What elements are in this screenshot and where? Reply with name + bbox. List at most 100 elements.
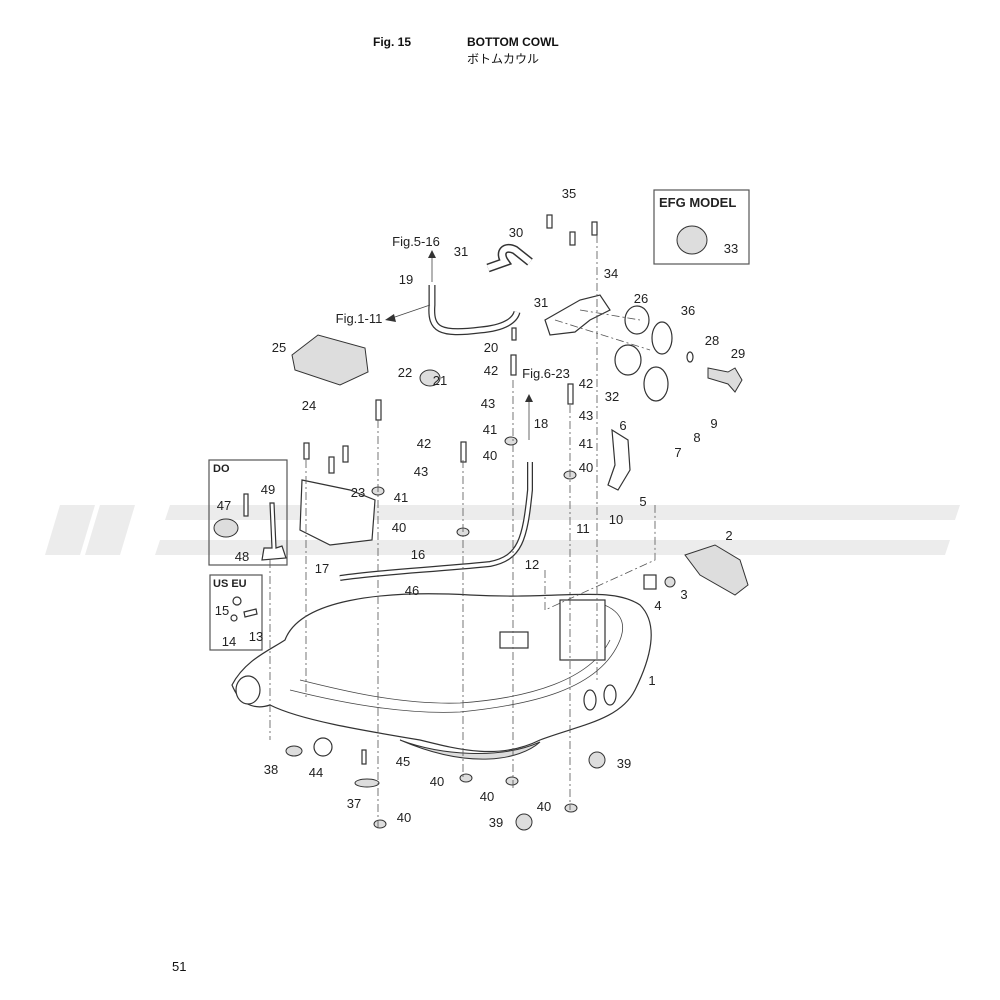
part-callout-label: 43 — [579, 408, 593, 423]
page-number: 51 — [172, 959, 187, 974]
part-callout-label: 39 — [617, 756, 631, 771]
part-callout-label: 40 — [397, 810, 411, 825]
part-callout-label: 36 — [681, 303, 695, 318]
part-callout-label: 47 — [217, 498, 231, 513]
part-callout-label: 49 — [261, 482, 275, 497]
part-callout-label: 12 — [525, 557, 539, 572]
part-44 — [313, 737, 333, 757]
part-callout-label: 41 — [483, 422, 497, 437]
efg-model-label: EFG MODEL — [659, 195, 736, 210]
part-callout-label: 14 — [222, 634, 236, 649]
part-callout-label: 7 — [674, 445, 681, 460]
part-callout-label: 26 — [634, 291, 648, 306]
part-callout-label: 2 — [725, 528, 732, 543]
part-callout-label: 40 — [392, 520, 406, 535]
part-callout-label: 23 — [351, 485, 365, 500]
part-callout-label: 41 — [579, 436, 593, 451]
part-33-cap — [676, 225, 708, 255]
watermark-logo — [45, 505, 960, 555]
part-callout-label: 43 — [481, 396, 495, 411]
efg-model-inset: EFG MODEL — [653, 189, 750, 265]
part-callout-label: 34 — [604, 266, 618, 281]
part-callout-label: 5 — [639, 494, 646, 509]
part-callout-label: 13 — [249, 629, 263, 644]
do-inset: DO — [208, 459, 288, 566]
part-callout-label: 33 — [724, 241, 738, 256]
part-callout-label: 20 — [484, 340, 498, 355]
part-callout-label: 29 — [731, 346, 745, 361]
part-49-bolt — [243, 493, 249, 517]
figure-reference-label: Fig.5-16 — [392, 234, 440, 249]
part-36-ring — [651, 321, 673, 355]
part-callout-label: 43 — [414, 464, 428, 479]
part-callout-label: 40 — [480, 789, 494, 804]
part-callout-label: 40 — [537, 799, 551, 814]
figure-number: Fig. 15 — [373, 35, 412, 49]
part-callout-label: 25 — [272, 340, 286, 355]
part-callout-label: 19 — [399, 272, 413, 287]
us-eu-inset: US EU — [209, 574, 263, 651]
part-callout-label: 30 — [509, 225, 523, 240]
part-39 — [588, 751, 606, 769]
part-callout-label: 42 — [417, 436, 431, 451]
part-callout-label: 45 — [396, 754, 410, 769]
figure-reference-label: Fig.6-23 — [522, 366, 570, 381]
part-callout-label: 4 — [654, 598, 661, 613]
reference-arrows — [385, 250, 533, 440]
figure-title: BOTTOM COWL — [467, 35, 559, 49]
part-48 — [261, 502, 287, 561]
part-callout-label: 10 — [609, 512, 623, 527]
part-callout-label: 37 — [347, 796, 361, 811]
part-callout-label: 1 — [648, 673, 655, 688]
part-6-bracket — [607, 428, 631, 491]
part-32 — [614, 344, 642, 376]
part-callout-label: 21 — [433, 373, 447, 388]
part-47 — [213, 518, 239, 538]
part-callout-label: 16 — [411, 547, 425, 562]
part-callout-label: 24 — [302, 398, 316, 413]
part-callout-label: 11 — [576, 521, 590, 536]
part-callout-label: 46 — [405, 583, 419, 598]
part-callout-label: 17 — [315, 561, 329, 576]
part-28 — [686, 351, 694, 363]
part-25-box — [291, 334, 369, 386]
part-callout-label: 9 — [710, 416, 717, 431]
assembly-dash-lines — [269, 235, 656, 830]
part-23-bracket — [299, 479, 376, 546]
part-callout-label: 31 — [534, 295, 548, 310]
part-2 — [684, 544, 749, 596]
part-39 — [515, 813, 533, 831]
part-callout-label: 39 — [489, 815, 503, 830]
part-callout-label: 48 — [235, 549, 249, 564]
figure-title-japanese: ボトムカウル — [467, 52, 540, 66]
part-callout-label: 8 — [693, 430, 700, 445]
part-3 — [664, 576, 676, 588]
bolts — [303, 214, 598, 765]
part-callout-label: 44 — [309, 765, 323, 780]
figure-reference-label: Fig.1-11 — [336, 311, 383, 326]
part-callout-label: 38 — [264, 762, 278, 777]
part-callout-label: 40 — [483, 448, 497, 463]
part-38 — [285, 745, 303, 757]
part-36-ring — [643, 366, 669, 402]
part-callout-label: 6 — [619, 418, 626, 433]
part-callout-label: 3 — [680, 587, 687, 602]
part-callout-label: 41 — [394, 490, 408, 505]
part-34-plate — [544, 294, 611, 336]
part-4 — [643, 574, 657, 590]
bottom-cowl-part-1 — [231, 593, 652, 760]
part-callout-label: 15 — [215, 603, 229, 618]
part-callout-label: 42 — [579, 376, 593, 391]
part-21-sensor — [419, 369, 441, 387]
do-label: DO — [213, 463, 230, 475]
part-callout-label: 22 — [398, 365, 412, 380]
part-callout-label: 18 — [534, 416, 548, 431]
part-callout-label: 32 — [605, 389, 619, 404]
part-callout-label: 28 — [705, 333, 719, 348]
us-eu-label: US EU — [213, 578, 247, 590]
part-callout-label: 31 — [454, 244, 468, 259]
part-callout-label: 42 — [484, 363, 498, 378]
part-26 — [624, 305, 650, 335]
